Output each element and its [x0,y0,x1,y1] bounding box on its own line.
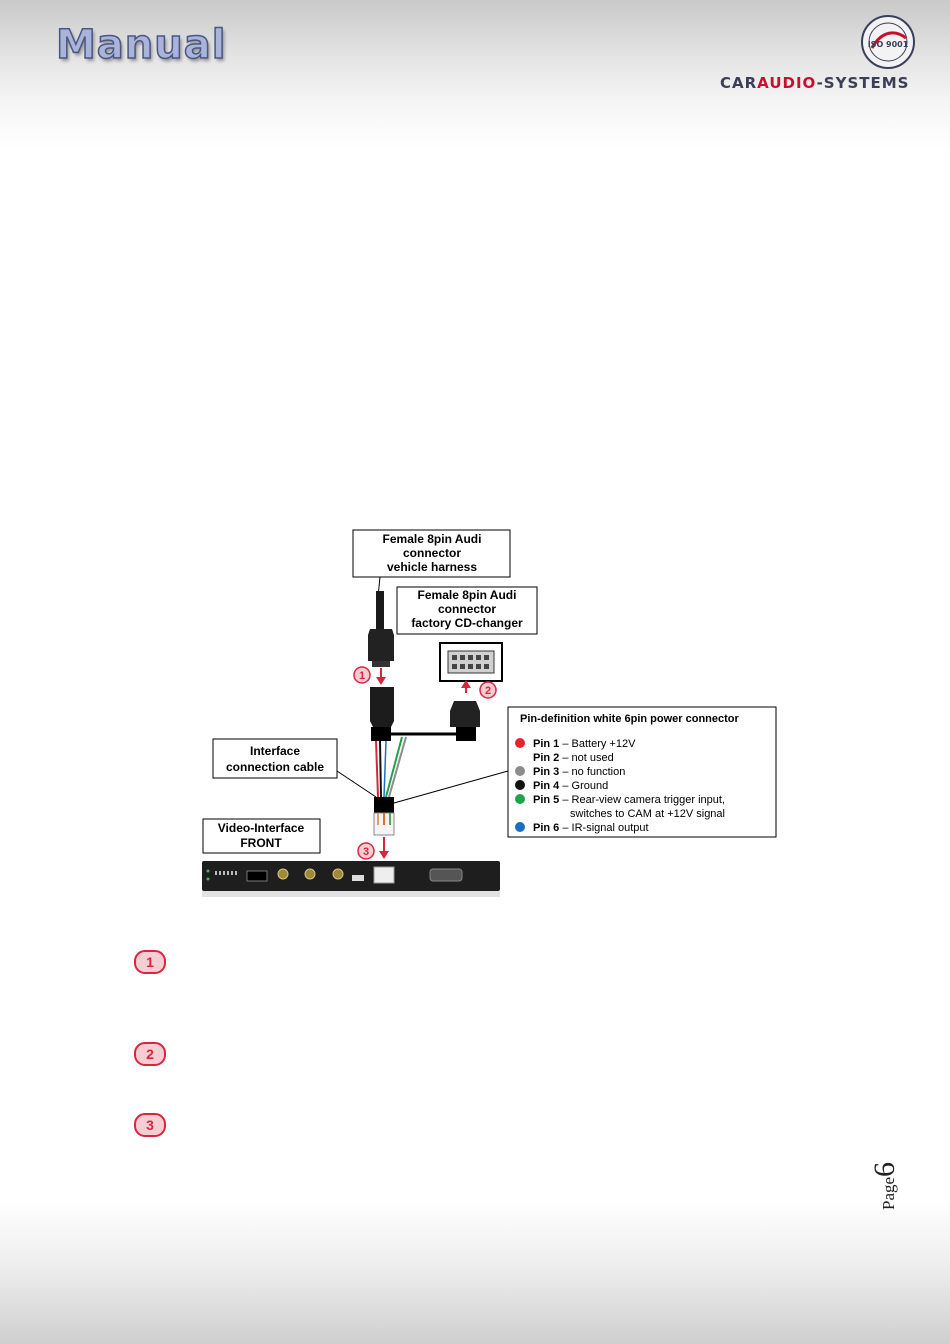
step-marker-2: 2 [134,1042,166,1066]
brand-prefix: CAR [720,74,758,92]
svg-text:2: 2 [485,685,491,697]
interface-male-connector [370,687,394,727]
page-header-background [0,0,950,150]
page-word: Page [879,1176,898,1210]
callout-interface-cable-box [212,738,338,779]
svg-text:Pin 1 – Battery +12V: Pin 1 – Battery +12V [533,738,636,750]
callout-video-interface-line2: FRONT [240,836,282,850]
svg-text:Pin 2 – not used: Pin 2 – not used [533,752,614,764]
pin-row-1: Pin 1 – Battery +12V [515,738,636,750]
pin-3-dot [515,766,525,776]
wiring-diagram: Female 8pin Audi connector vehicle harne… [202,529,777,897]
diagram-marker-2: 2 [479,681,497,699]
step-marker-1: 1 [134,950,166,974]
callout-vehicle-harness-line2: connector [403,546,461,560]
cable-junction-block [374,797,394,813]
page-footer-background [0,1200,950,1344]
pin-row-5: Pin 5 – Rear-view camera trigger input, … [515,794,725,820]
page-number-value: 6 [868,1161,901,1177]
callout-video-interface-line1: Video-Interface [218,821,305,835]
pin-row-6: Pin 6 – IR-signal output [515,822,649,834]
brand-accent: AUDIO [757,74,817,92]
callout-video-interface-box [202,818,321,854]
vehicle-harness-cable [376,591,384,631]
brand-logo: CARAUDIO-SYSTEMS [720,74,909,92]
pin-6-dot [515,822,525,832]
callout-cd-changer-box [396,586,538,635]
callout-cd-changer-line2: connector [438,602,496,616]
pin-definition-box [507,706,777,838]
svg-text:3: 3 [363,846,369,858]
svg-text:Pin 6 – IR-signal output: Pin 6 – IR-signal output [533,822,649,834]
step-marker-3: 3 [134,1113,166,1137]
video-interface-device [202,861,500,897]
callout-interface-cable-line2: connection cable [226,760,324,774]
pin-5-dot [515,794,525,804]
callout-vehicle-harness-line3: vehicle harness [387,560,477,574]
pin-1-dot [515,738,525,748]
vehicle-harness-connector [368,629,394,661]
diagram-marker-1: 1 [353,666,371,684]
diagram-marker-3: 3 [357,842,375,860]
page-number: Page6 [868,1162,928,1210]
svg-text:Pin 4 – Ground: Pin 4 – Ground [533,780,608,792]
callout-interface-cable-line1: Interface [250,744,300,758]
seal-text: ISO 9001 [868,40,909,49]
svg-text:1: 1 [359,670,365,682]
iso-seal-icon: ISO 9001 [861,15,915,69]
callout-cd-changer-line3: factory CD-changer [411,616,523,630]
pin-box-title: Pin-definition white 6pin power connecto… [520,713,740,725]
callout-vehicle-harness-line1: Female 8pin Audi [383,532,482,546]
pin-row-3: Pin 3 – no function [515,766,625,778]
callout-cd-changer-line1: Female 8pin Audi [418,588,517,602]
svg-text:Pin 3 – no function: Pin 3 – no function [533,766,625,778]
pin-row-4: Pin 4 – Ground [515,780,608,792]
pin-4-dot [515,780,525,790]
pin-row-2: Pin 2 – not used [533,752,614,764]
interface-cd-side-connector [450,701,480,727]
svg-text:Pin 5 – Rear-view camera trigg: Pin 5 – Rear-view camera trigger input, [533,794,725,806]
callout-vehicle-harness-box [352,529,511,578]
brand-suffix: -SYSTEMS [816,74,910,92]
manual-title: Manual [55,21,227,69]
svg-text:switches to CAM at +12V signal: switches to CAM at +12V signal [570,808,725,820]
